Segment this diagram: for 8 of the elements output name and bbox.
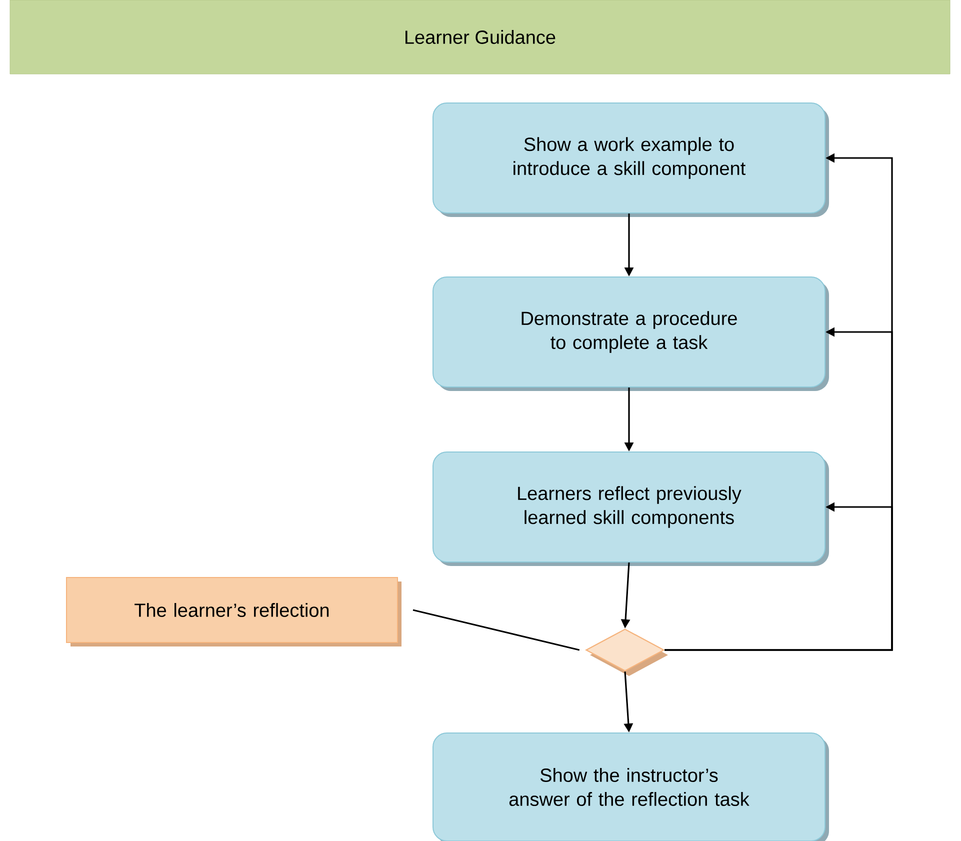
step-box: Learners reflect previously learned skill components <box>432 452 829 566</box>
reflection-box: The learner’s reflection <box>66 577 402 646</box>
title-band: Learner Guidance <box>10 0 950 74</box>
leader-line <box>412 609 580 651</box>
step-box: Show a work example to introduce a skill component <box>432 102 829 217</box>
step-box: Show the instructor’s answer of the reflection task <box>432 732 829 841</box>
step-box: Demonstrate a procedure to complete a task <box>432 276 829 391</box>
decision-diamond <box>584 628 668 676</box>
